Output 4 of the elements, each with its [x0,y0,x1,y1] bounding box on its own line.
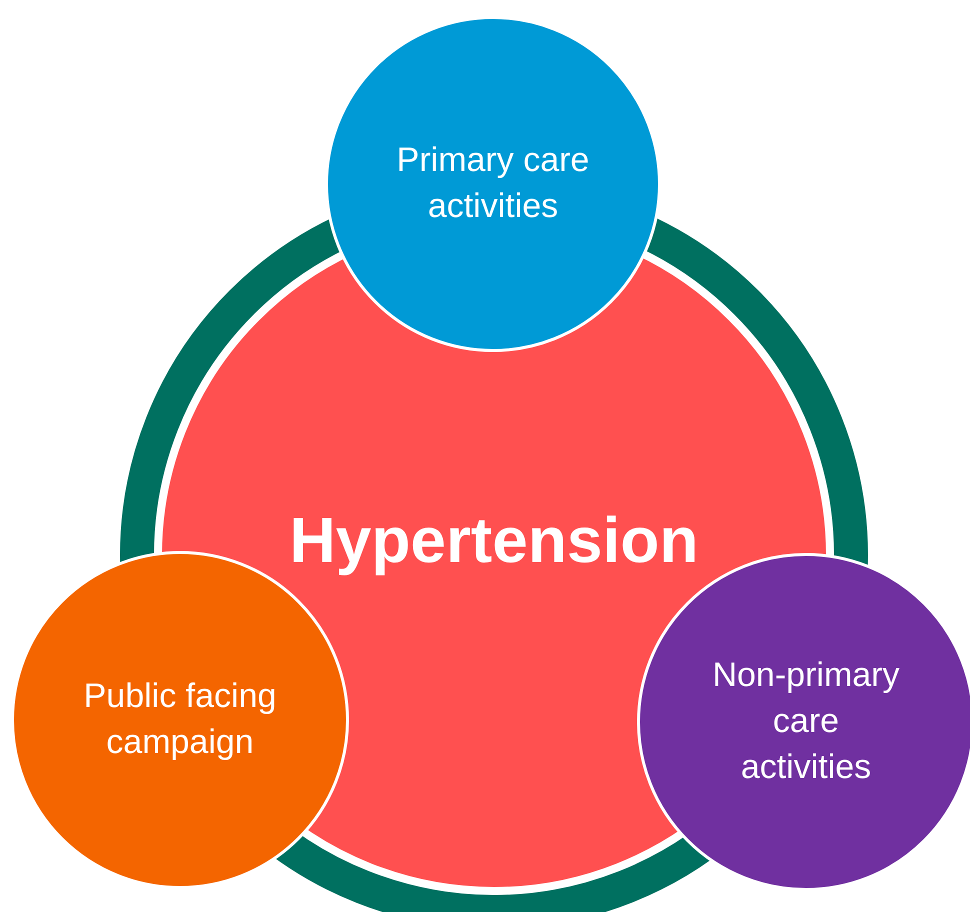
node-label: Non-primary care activities [711,655,901,788]
node-label: Primary care activities [396,140,590,227]
node-label: Public facing campaign [82,676,278,763]
node-label: Hypertension [290,502,698,578]
